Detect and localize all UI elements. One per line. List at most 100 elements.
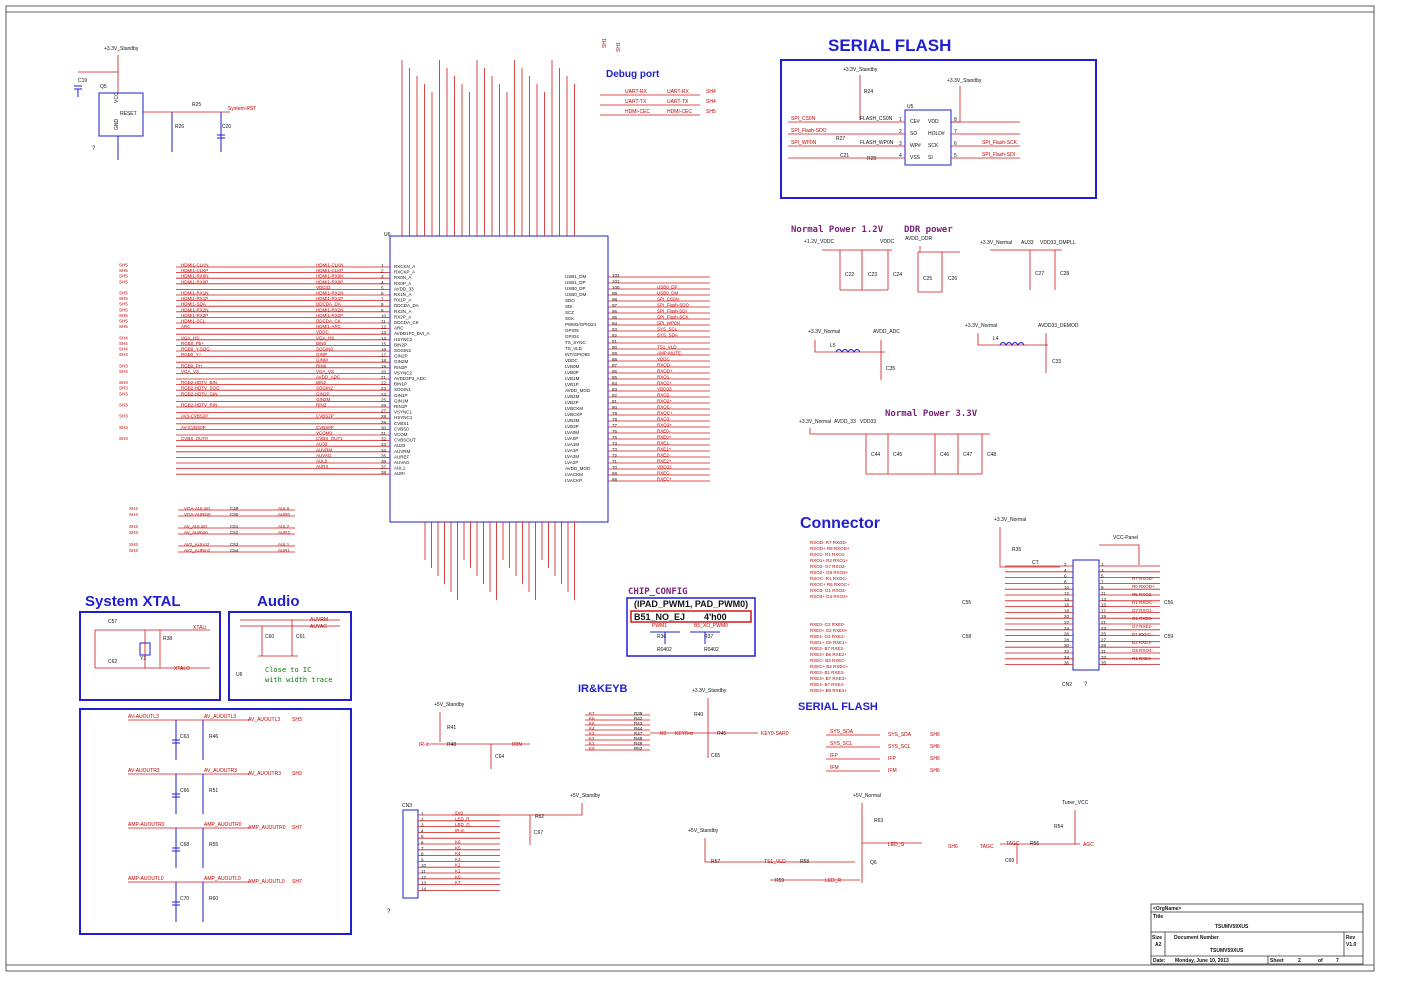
misc-sh1: SH1 [602,38,608,48]
audio-out-port: AV_AUOUTL3 [248,717,280,723]
irkeyb-res: R48 [634,736,643,741]
led-q6: Q6 [870,860,877,866]
ic-right-pin-num: 71 [612,459,618,464]
ic-left-pin-sh: SH4 [119,369,128,374]
conn-pin-right: 31 [1101,649,1107,654]
adc-c35: C35 [886,366,895,372]
ic-right-pin-num: 73 [612,447,618,452]
irkeyb-key: K4 [589,726,595,731]
xtal-block: C57 C62 R38 Y2 XTALI XTALO [94,619,210,672]
conn-left-entry: RXO1- R1 RXO1- [810,552,846,557]
conn-pin-left: 14 [1064,597,1070,602]
ic-left-pin-sig: AV3-CVBS2P [181,414,208,419]
reset-label: RESET [120,111,137,117]
ic-left-pin-net: VGA_VS [316,369,334,374]
ic-right-pin-name: LVA1P [565,448,578,453]
adc-rail1: +3.3V_Normal [808,329,840,335]
irkeyb-res: R49 [634,741,643,746]
ic-right-pin-name: LVA2M [565,454,579,459]
audio-in-net: AUR1 [278,548,291,553]
main-ic-top-pins [401,60,575,236]
ic-left-pin-name: AU33 [394,443,406,448]
cn3-pin: 6 [421,840,424,845]
title-block: <OrgName> Title TSUMV59XUS Size A2 Docum… [1150,903,1364,965]
ic-right-pin-net: RXE0+ [657,435,672,440]
ic-right-pin-num: 80 [612,405,618,410]
ir-c64: C64 [495,754,504,760]
conn-right-net: G7 RXO1- [1132,608,1154,613]
conn-pin-right: 27 [1101,637,1107,642]
ic-left-pin-num: 12 [381,325,387,330]
cn3-label: IR-in [455,828,465,833]
audio-in-net: AUL0 [278,506,290,511]
pll-rail2: AU33 [1021,240,1034,246]
irkeyb-k0: K0 [660,731,666,737]
conn-right-net: G7 RXE2- [1132,624,1153,629]
demod-rail2: AVDD33_DEMOD [1038,323,1079,329]
ic-left-pin-sh: SH3 [119,425,128,430]
conn-left2-entry: RXEC+ B2 RXEC+ [810,664,849,669]
audio-in-cap: C54 [230,548,239,553]
ic-right-pin-num: 86 [612,369,618,374]
conn-left-entry: RXO2+ G8 RXO2+ [810,570,849,575]
ic-left-pin-name: RX1P_A [394,298,411,303]
conn-pin-right: 33 [1101,655,1107,660]
audio-out-port: AMP_AUOUTR0 [248,825,286,831]
audio-in-cap: C53 [230,542,239,547]
ic-left-pin-name: BIN2P [394,342,407,347]
ic-left-pin-sig: RGB0_Pr+ [181,363,203,368]
conn-left2-entry: RXEC- B3 RXEC- [810,658,847,663]
ic-left-pin-num: 4 [381,280,384,285]
conn-right-net: B7 RXEC- [1132,632,1153,637]
debug-sh: SH4 [706,99,716,105]
ic-left-pin-sig: CVBS_OUT0 [181,436,208,441]
flash-pin-num: 2 [899,129,902,135]
ic-left-pin-net: VDD33 [316,285,331,290]
conn-pin-left: 20 [1064,614,1070,619]
ddr-rail: AVDD_DDR [905,236,933,242]
flash-r27: R27 [836,136,845,142]
irkeyb-r45: R45 [717,731,726,737]
ic-left-pin-sig: RGB2-HDTV_BIN [181,380,217,385]
conn-pin-left: 32 [1064,649,1070,654]
audio-in-sh: SH3 [129,548,138,553]
flash-pin-name: HOLD# [928,131,945,137]
power-33-block: +3.3V_Normal AVDD_33 VDD33 C44 C45 C46 C… [799,419,996,475]
ic-left-pin-name: DDCDA_DA [394,303,419,308]
flash-pin-name: SCK [928,143,939,149]
ic-left-pin-net: HDMI1-RX1N [316,291,344,296]
ic-right-pin-net: SYS_SDA [657,333,678,338]
xtal-r38: R38 [163,636,172,642]
ic-right-pin-num: 88 [612,357,618,362]
ic-right-pin-name: SDO [565,298,575,303]
connector-supply: +3.3V_Normal [994,517,1026,523]
xtal-xtalo: XTALO [174,666,190,672]
ic-right-pin-num: 97 [612,303,618,308]
audio-box [228,611,352,701]
irkeyb-supply: +3.3V_Standby [692,688,727,694]
conn-pin-left: 6 [1064,574,1067,579]
ic-left-pin-net: GINM [316,358,328,363]
cn3-label: K7 [455,880,461,885]
pll-rail1: +3.3V_Normal [980,240,1012,246]
connector-r35: R35 [1012,547,1021,553]
conn-pin-right: 3 [1101,568,1104,573]
audio-out-right: AMP_AUOUTL0 [204,876,241,882]
conn-left2-entry: RXE1+ G6 RXE1+ [810,640,848,645]
ic-left-pin-name: BIN1P [394,382,407,387]
audio-c60: C60 [265,634,274,640]
ic-left-pin-net: GINP [316,352,327,357]
audio-in-net: AUR2 [278,530,291,535]
ic-right-pin-name: LVB2M [565,394,580,399]
ic-right-pin-net: USB0_DP [657,285,678,290]
chip-config-r37: R37 [704,634,713,640]
ic-right-pin-name: TS_SYNC [565,340,587,345]
ic-left-pin-num: 28 [381,414,387,419]
conn-right-net: B3 RXE3- [1132,640,1153,645]
sheet-frame [5,5,1375,972]
ic-left-pin-net: HDMI1-RX2N [316,307,344,312]
ic-right-pin-net: RXO2- [657,393,671,398]
